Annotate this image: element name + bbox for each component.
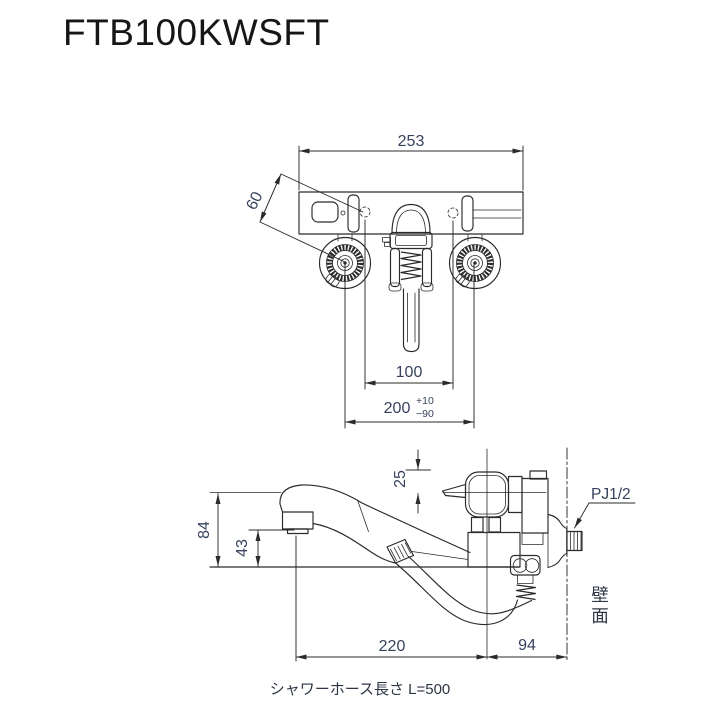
dimension-220-94: 220 94 — [295, 535, 568, 662]
wall-surface-label: 壁 面 — [591, 585, 609, 626]
hose-length-note: シャワーホース長さ L=500 — [270, 681, 451, 698]
dim-spout-reach-label: 220 — [379, 638, 406, 655]
valve-body-side — [441, 470, 583, 601]
dim-handle-top-label: 25 — [392, 470, 409, 488]
dimension-84: 84 — [196, 493, 221, 567]
dimension-43: 43 — [234, 529, 295, 567]
union-lock-tab — [455, 273, 470, 288]
shower-handle-plan — [402, 288, 420, 353]
dim-mount-holes-label: 100 — [396, 364, 423, 381]
wall-label-char1: 壁 — [591, 585, 609, 605]
hose-nut — [386, 538, 415, 564]
thread-nipple — [566, 530, 583, 552]
shower-hose-outer — [394, 562, 519, 625]
wall-union-left — [318, 236, 372, 290]
dim-pitch-tol-minus: −90 — [416, 408, 434, 420]
dim-pipe-pitch-label: 200 — [384, 400, 411, 417]
faucet-body-plan — [298, 191, 524, 235]
mount-hole-right — [447, 207, 459, 219]
union-lock-tab — [325, 273, 340, 288]
thread-callout: PJ1/2 — [574, 486, 636, 529]
shower-head-plan — [382, 203, 434, 353]
handle-lever-plan — [311, 201, 339, 223]
thread-label: PJ1/2 — [591, 486, 631, 503]
dim-pitch-tol-plus: +10 — [416, 395, 434, 407]
handle-lever-side — [441, 483, 467, 499]
check-valve — [509, 554, 541, 601]
dimension-25: 25 — [392, 449, 431, 514]
top-view-drawing: 253 60 — [243, 133, 524, 429]
dim-outlet-height-label: 43 — [234, 539, 251, 557]
dim-wall-offset-label: 94 — [518, 637, 536, 654]
wall-flange — [547, 513, 568, 569]
shower-spout-side — [279, 484, 533, 625]
dim-body-height-label: 84 — [196, 521, 213, 539]
dimension-253: 253 — [298, 133, 524, 191]
wall-union-right — [448, 236, 502, 290]
dimension-200: 200 +10 −90 — [344, 262, 475, 429]
connector-legs — [337, 233, 483, 242]
mount-hole-left — [359, 206, 371, 218]
hose-spring-side — [515, 584, 537, 601]
dimension-100: 100 — [364, 219, 454, 390]
dim-total-width-label: 253 — [398, 133, 425, 150]
dim-handle-offset-label: 60 — [243, 189, 266, 213]
wall-label-char2: 面 — [591, 606, 609, 626]
page-title: FTB100KWSFT — [63, 12, 330, 53]
hose-spring-plan — [400, 251, 422, 281]
dimension-60: 60 — [243, 173, 364, 263]
shower-hose-inner — [407, 555, 533, 615]
spout-outlet — [281, 511, 314, 530]
side-view-drawing: 25 84 43 220 94 PJ1/2 壁 — [196, 447, 636, 698]
